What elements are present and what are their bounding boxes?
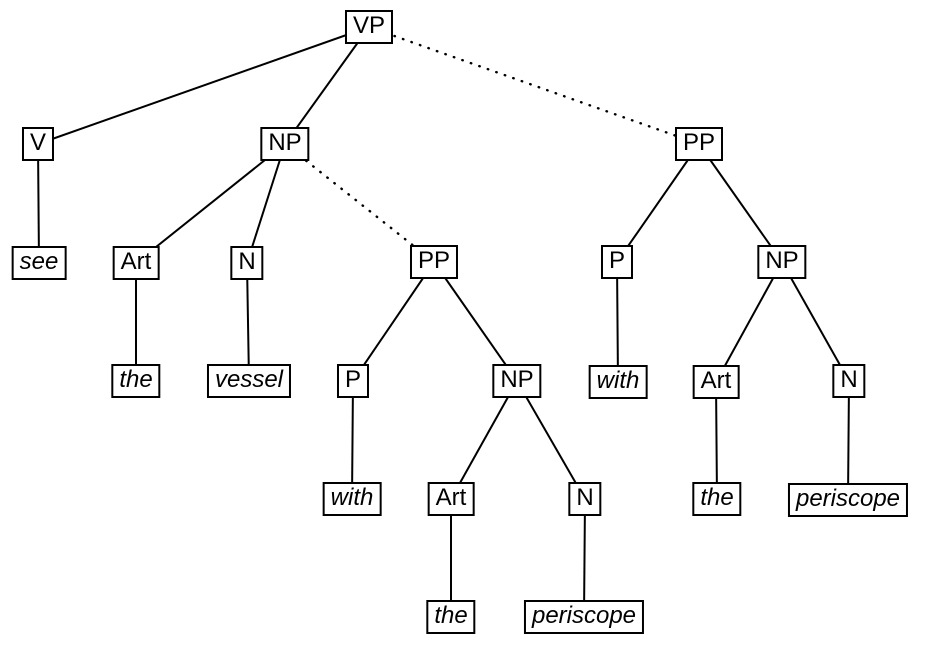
tree-node-the1: the <box>111 364 161 398</box>
tree-edge-np1-n1 <box>246 143 286 264</box>
tree-edge-vp-v <box>37 26 370 145</box>
tree-node-np3: NP <box>757 245 807 279</box>
tree-edge-np1-art1 <box>135 143 286 264</box>
tree-node-vp: VP <box>344 10 394 44</box>
tree-edge-v-see <box>37 143 40 264</box>
tree-node-art2: Art <box>427 482 475 516</box>
tree-node-pp1: PP <box>409 245 459 279</box>
tree-node-p2: P <box>600 245 634 279</box>
tree-edge-art3-the3 <box>715 381 718 500</box>
tree-edge-pp1-np2 <box>433 261 518 382</box>
tree-edge-vp-pp2-dotted <box>367 25 701 146</box>
tree-edge-np3-n3 <box>781 261 850 382</box>
tree-node-art3: Art <box>692 365 740 399</box>
tree-edge-pp2-p2 <box>616 143 700 263</box>
tree-edge-np2-n2 <box>516 380 586 500</box>
tree-node-the3: the <box>692 482 742 516</box>
tree-node-with1: with <box>322 482 382 516</box>
tree-node-pp2: PP <box>674 127 724 161</box>
tree-edge-np2-art2 <box>450 380 518 500</box>
tree-edge-p1-with1 <box>351 380 354 500</box>
tree-node-np2: NP <box>492 364 542 398</box>
tree-node-p1: P <box>336 364 370 398</box>
tree-edge-pp2-np3 <box>698 143 783 263</box>
tree-node-the2: the <box>426 600 476 634</box>
tree-edge-pp1-p1 <box>352 261 435 382</box>
tree-node-n1: N <box>230 246 264 280</box>
tree-edge-vp-np1 <box>284 26 370 145</box>
tree-node-v: V <box>21 127 55 161</box>
tree-edge-p2-with2 <box>616 261 619 383</box>
tree-node-with2: with <box>588 365 648 399</box>
tree-node-see: see <box>11 246 67 280</box>
tree-edge-n1-vessel <box>246 262 250 382</box>
tree-node-np1: NP <box>260 127 310 161</box>
tree-node-vessel: vessel <box>206 364 292 398</box>
tree-node-art1: Art <box>112 246 160 280</box>
tree-node-periscope1: periscope <box>523 600 645 634</box>
tree-node-n3: N <box>832 364 866 398</box>
tree-edge-n3-periscope2 <box>847 380 850 501</box>
tree-node-periscope2: periscope <box>787 483 909 517</box>
tree-edge-n2-periscope1 <box>583 498 586 618</box>
tree-edge-np3-art3 <box>715 261 783 383</box>
tree-node-n2: N <box>568 482 602 516</box>
